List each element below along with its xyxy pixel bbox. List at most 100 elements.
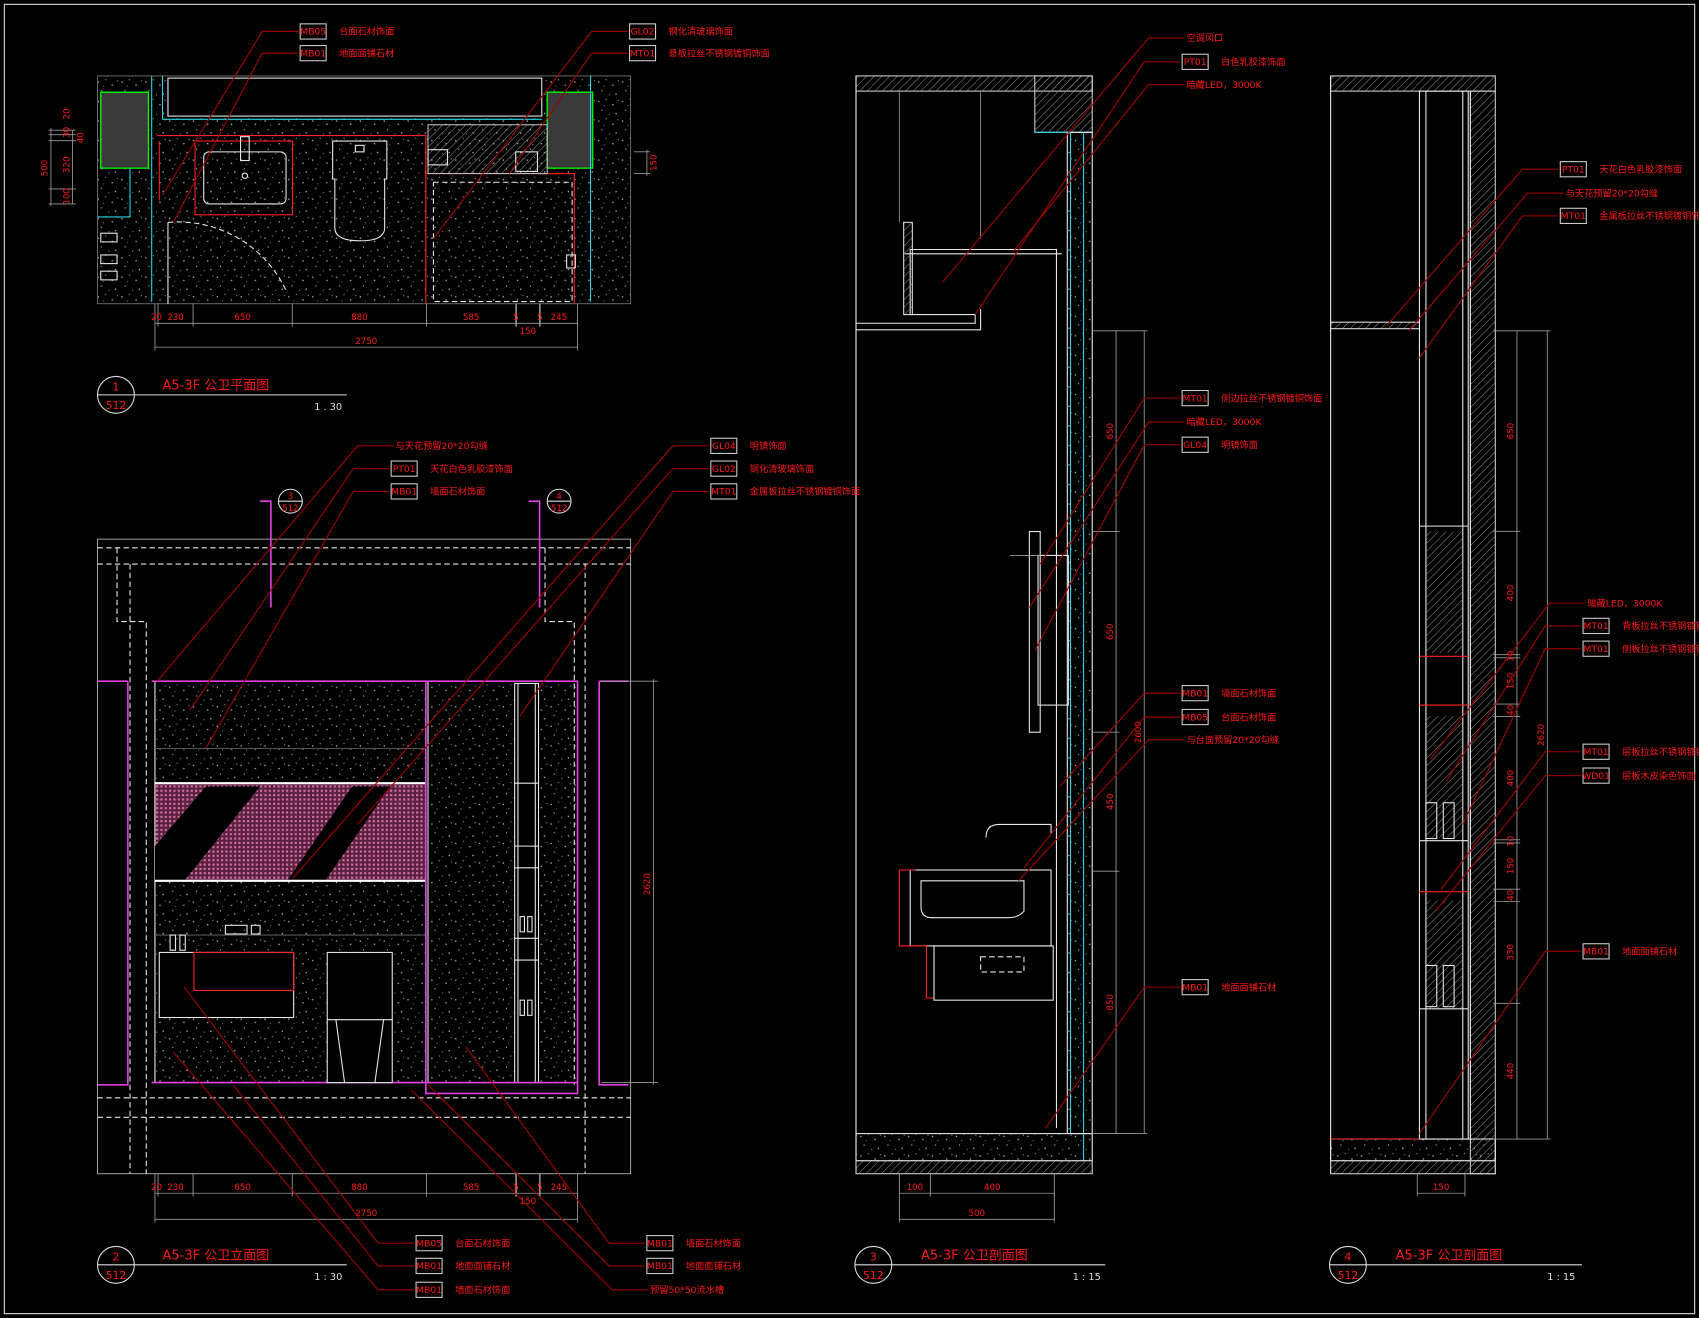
sheet-number: 512 (106, 399, 127, 412)
dimension-value: 650 (1106, 423, 1116, 440)
leader-line (942, 37, 1185, 283)
dimension-value: 650 (234, 313, 251, 323)
material-code-box (710, 483, 738, 500)
callout-note: 空调风口 (1186, 32, 1223, 44)
material-code: MT01 (1583, 621, 1608, 632)
callout: MB01 地面面铺石材 (232, 1084, 510, 1275)
vanity-counter (158, 951, 295, 1019)
dimension-value: 100 (907, 1183, 924, 1193)
material-code: MB01 (1182, 982, 1208, 993)
drawing-scale: 1 : 30 (314, 1272, 342, 1283)
material-description: 台面石材饰面 (455, 1237, 510, 1249)
material-code: MB05 (300, 27, 326, 38)
dimension-value: 40 (76, 132, 86, 143)
leader-line (974, 61, 1180, 315)
material-description: 墙面石材饰面 (430, 486, 485, 498)
dimension-value: 400 (1507, 585, 1517, 602)
material-code: MB01 (1182, 688, 1208, 699)
material-code-box (390, 483, 418, 500)
material-code: PT01 (1184, 57, 1207, 68)
callout-note: 与台面预留20*20勾缝 (1186, 734, 1278, 746)
material-description: 地面面铺石材 (1622, 946, 1677, 958)
material-code-box (1559, 161, 1587, 178)
dimension-value: 5 (537, 1183, 543, 1193)
dimension-value: 440 (1507, 1063, 1517, 1080)
material-code-box (710, 437, 738, 454)
material-description: 天花白色乳胶漆饰面 (1599, 163, 1682, 175)
section-mark-number: 3 (288, 492, 294, 502)
material-description: 台面石材饰面 (339, 26, 394, 38)
callout: 与台面预留20*20勾缝 (1018, 734, 1279, 882)
callout: 与天花预留20*20勾缝 (156, 440, 488, 682)
material-description: 侧板拉丝不锈钢镀铜饰面 (1622, 643, 1699, 655)
dimension-value: 450 (1106, 793, 1116, 810)
material-code: MT01 (1583, 747, 1608, 758)
material-description: 明镜饰面 (1221, 439, 1258, 451)
drawing-scale: 1 : 15 (1547, 1272, 1575, 1283)
material-code: MB05 (416, 1238, 442, 1249)
material-code: MB01 (416, 1285, 442, 1296)
callout: MB05 台面石材饰面 (162, 23, 394, 196)
total-dimension-value: 2620 (1537, 724, 1547, 746)
section-mark-sheet: 512 (282, 504, 299, 514)
leader-line (1462, 648, 1581, 825)
callout: 与天花预留20*20勾缝 (1408, 187, 1658, 332)
shelving-unit (1418, 90, 1469, 1140)
material-code: MB05 (1182, 712, 1208, 723)
material-code: GL02 (631, 27, 655, 38)
leader-line (427, 1084, 645, 1267)
drawing-number: 2 (112, 1251, 119, 1264)
callout: 空调风口 (942, 32, 1223, 283)
material-code-box (628, 45, 657, 62)
leader-line (465, 1046, 645, 1244)
material-description: 地面面铺石材 (455, 1260, 510, 1272)
callout-note: 与天花预留20*20勾缝 (1566, 187, 1658, 199)
leader-line (1408, 192, 1564, 332)
leader-line (508, 52, 628, 174)
leader-line (1012, 84, 1185, 253)
material-code-box (415, 1257, 443, 1275)
callout-note: 暗藏LED，3000K (1587, 597, 1663, 609)
material-description: 天花白色乳胶漆饰面 (430, 463, 513, 475)
leader-line (189, 468, 389, 711)
dimension-value: 850 (1106, 994, 1116, 1011)
callout: MB01 地面面铺石材 (1418, 943, 1677, 1134)
dimension-value: 585 (463, 313, 480, 323)
leader-line (1429, 602, 1586, 760)
toilet (332, 140, 388, 242)
door-swing (167, 221, 288, 294)
callout-note: 暗藏LED，3000K (1186, 416, 1262, 428)
dimension-value: 245 (551, 1183, 568, 1193)
callout: 暗藏LED，3000K (1429, 597, 1663, 760)
leader-line (1034, 444, 1180, 652)
leader-line (519, 490, 709, 717)
material-code: MT01 (1583, 644, 1608, 655)
material-code: MB01 (1583, 947, 1609, 958)
callout: 暗藏LED，3000K (1028, 416, 1262, 608)
material-code-box (646, 1235, 674, 1252)
leader-line (162, 30, 298, 196)
material-code: MB01 (416, 1261, 442, 1272)
total-dimension-value: 2750 (355, 1209, 377, 1219)
toilet-elevation (326, 951, 393, 1084)
dimension-value: 100 (62, 188, 72, 205)
drawing-number: 4 (1344, 1251, 1351, 1264)
leader-line (1045, 986, 1180, 1129)
faucet (985, 823, 1052, 838)
callout: MB05 台面石材饰面 (183, 986, 510, 1252)
material-code-box (415, 1235, 443, 1252)
material-code-box (1582, 767, 1610, 784)
sink-counter (194, 140, 294, 216)
material-code-box (299, 45, 327, 62)
